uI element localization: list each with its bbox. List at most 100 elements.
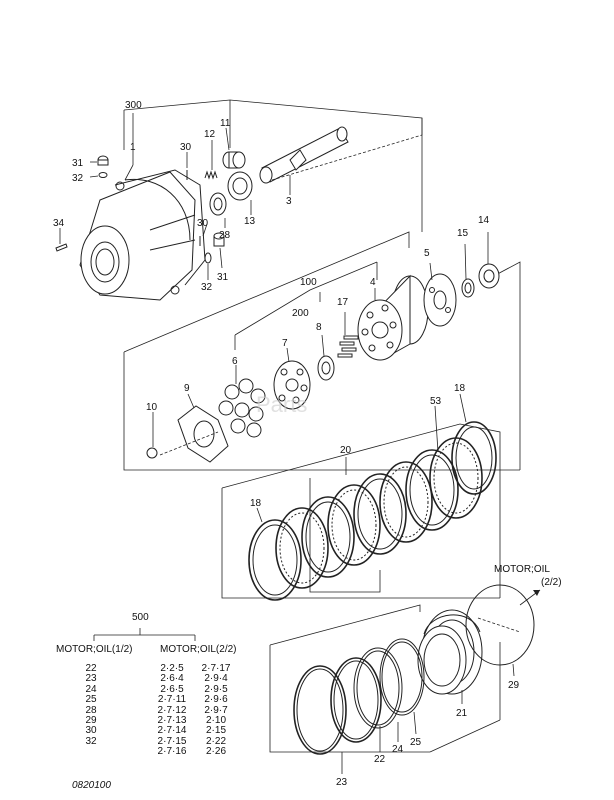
reference-title: MOTOR;OIL — [494, 564, 550, 575]
label-4: 4 — [370, 277, 376, 288]
leaders-group-4 — [341, 617, 521, 774]
table-right-header: MOTOR;OIL(2/2) — [160, 644, 237, 655]
table-bracket — [93, 628, 196, 641]
label-7: 7 — [282, 338, 288, 349]
table-left-item: 23 — [85, 673, 97, 685]
label-25: 25 — [410, 737, 422, 748]
label-12: 12 — [204, 129, 216, 140]
oring-29 — [465, 584, 535, 666]
label-10: 10 — [146, 402, 158, 413]
label-100: 100 — [300, 277, 317, 288]
table-mid-item: 2·7·12 — [157, 704, 187, 716]
label-8: 8 — [316, 322, 322, 333]
drawing-code: 0820100 — [72, 780, 111, 791]
table-left-item: 29 — [85, 715, 97, 727]
label-5: 5 — [424, 248, 430, 259]
label-34: 34 — [53, 218, 65, 229]
table-right-item: 2·10 — [205, 715, 226, 727]
table-right-item: 2·9·5 — [204, 683, 228, 695]
oring-32-top — [98, 172, 108, 178]
label-200: 200 — [292, 308, 309, 319]
label-31-top: 31 — [72, 158, 84, 169]
ring-23 — [293, 665, 347, 755]
reference-arrow — [519, 589, 541, 606]
table-left-item: 30 — [85, 725, 97, 737]
pins-17 — [337, 335, 359, 358]
table-left-item: 32 — [85, 735, 97, 747]
table-right-item: 2·26 — [205, 746, 226, 758]
bearing-14 — [478, 263, 500, 289]
table-mid-item: 2·6·4 — [160, 673, 184, 685]
leaders-group-1 — [59, 113, 423, 280]
cylinder-block-4 — [357, 274, 429, 361]
holder-8 — [317, 355, 335, 381]
plates-group-frame — [221, 423, 501, 599]
label-3: 3 — [286, 196, 292, 207]
table-mid-item: 2·7·16 — [157, 746, 187, 758]
label-30-lower: 30 — [197, 218, 209, 229]
table-group-number: 500 — [132, 612, 149, 623]
table-right-item: 2·7·17 — [201, 663, 231, 674]
table-mid-item: 2·7·13 — [157, 715, 187, 727]
ring-15 — [461, 278, 475, 298]
label-21: 21 — [456, 708, 468, 719]
label-13: 13 — [244, 216, 256, 227]
oil-seal-28 — [209, 192, 227, 216]
table-right-item: 2·22 — [205, 735, 226, 747]
label-32-lower: 32 — [201, 282, 213, 293]
label-17: 17 — [337, 297, 349, 308]
brake-piston-21 — [417, 609, 483, 695]
table-right-item: 2·9·6 — [204, 694, 228, 706]
ball-10 — [146, 447, 158, 459]
table-mid-item: 2·7·15 — [157, 735, 187, 747]
plug-31-top — [97, 155, 109, 166]
motor-housing — [79, 169, 206, 301]
housing-group-frame — [123, 99, 423, 232]
table-left-item: 25 — [85, 694, 97, 706]
table-mid-item: 2·6·5 — [160, 683, 184, 695]
plates-20 — [248, 421, 497, 601]
retainer-plate-7 — [273, 360, 311, 410]
label-23: 23 — [336, 777, 348, 788]
label-11: 11 — [220, 118, 231, 129]
ring-25 — [379, 638, 425, 716]
label-24: 24 — [392, 744, 404, 755]
reference-page: (2/2) — [541, 577, 562, 588]
swash-plate-9 — [177, 405, 229, 463]
shaft-3 — [259, 126, 349, 184]
table-mid-item: 2·7·14 — [157, 725, 187, 737]
label-15: 15 — [457, 228, 469, 239]
table-left-item: 24 — [85, 683, 97, 695]
ring-24 — [353, 647, 403, 729]
seals-group-frame — [269, 604, 501, 753]
pin-34 — [55, 243, 68, 252]
table-right-item: 2·9·7 — [204, 704, 228, 716]
table-left-item: 22 — [85, 663, 97, 674]
label-300: 300 — [125, 100, 142, 111]
bearing-13 — [227, 171, 253, 201]
oring-32-lower — [204, 252, 212, 264]
ring-22 — [330, 657, 382, 743]
label-31-lower: 31 — [217, 272, 229, 283]
label-20: 20 — [340, 445, 352, 456]
table-right-item: 2·15 — [205, 725, 226, 737]
label-18-lower: 18 — [250, 498, 262, 509]
label-18-top: 18 — [454, 383, 466, 394]
table-left-header: MOTOR;OIL(1/2) — [56, 644, 133, 655]
plate-5 — [423, 273, 457, 327]
label-14: 14 — [478, 215, 490, 226]
label-53: 53 — [430, 396, 442, 407]
spring-12 — [204, 170, 218, 180]
collar-11 — [222, 151, 246, 169]
label-28: 28 — [219, 230, 231, 241]
table-left-item: 28 — [85, 704, 97, 716]
label-29: 29 — [508, 680, 520, 691]
label-9: 9 — [184, 383, 190, 394]
plug-31-lower — [213, 232, 225, 247]
table-mid-item: 2·7·11 — [157, 694, 187, 706]
